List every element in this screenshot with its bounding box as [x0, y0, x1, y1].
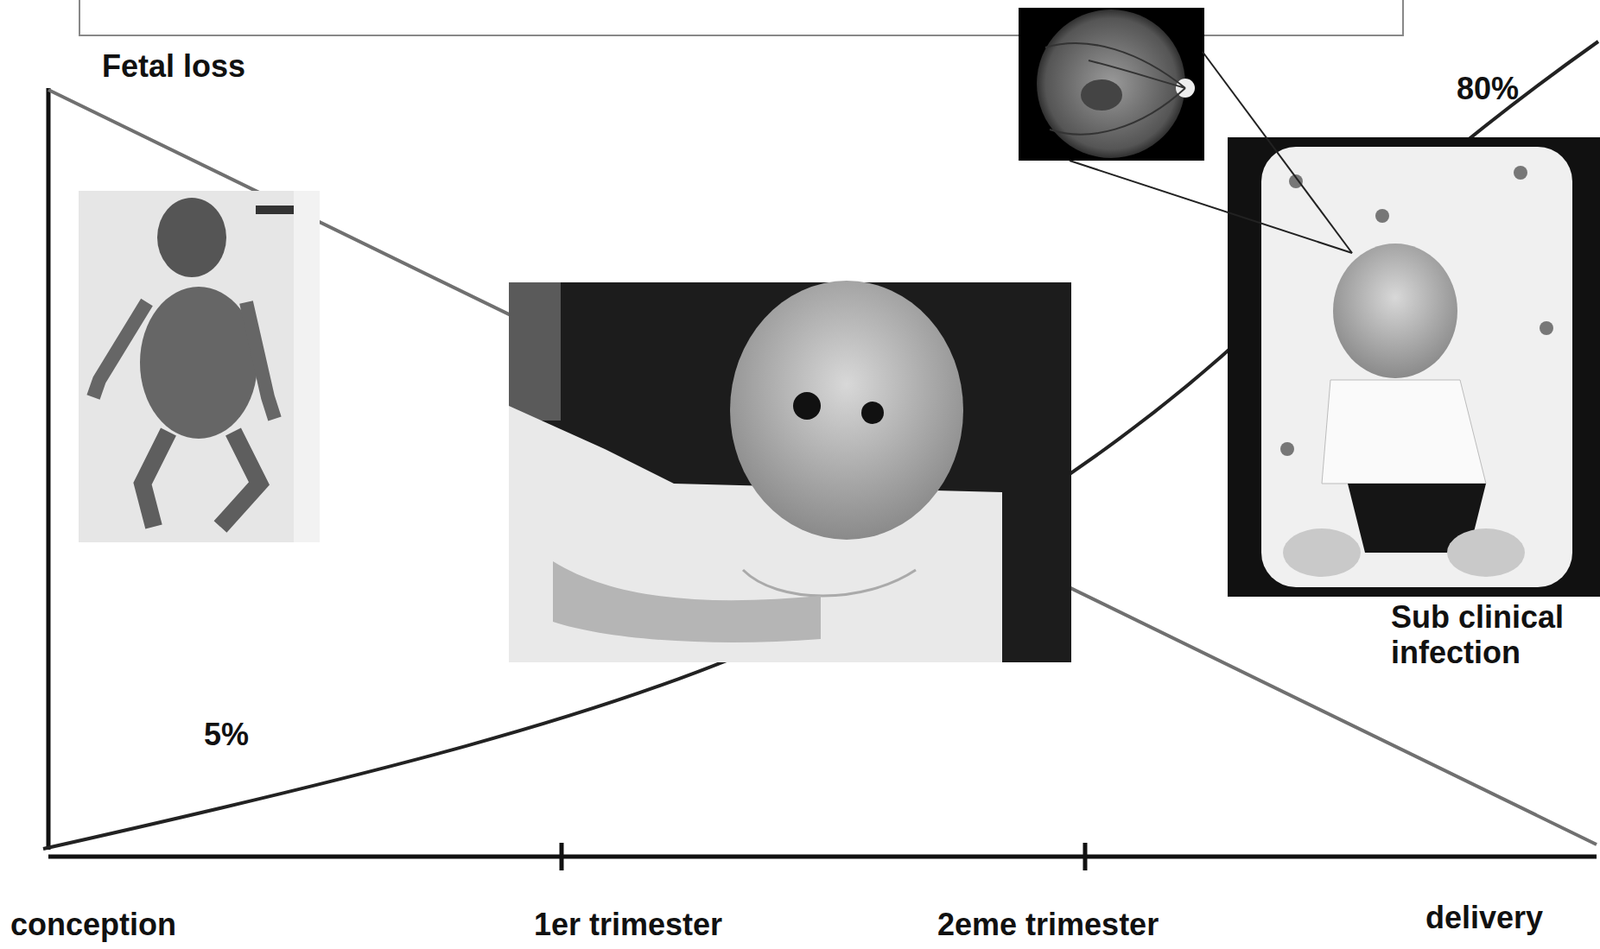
y-axis	[46, 88, 51, 851]
leader-line	[1202, 51, 1353, 254]
axis-tick	[1083, 843, 1088, 871]
percent-label: 80%	[1456, 70, 1519, 107]
infant-photo	[508, 280, 1072, 663]
annotation-label: Sub clinical infection	[1390, 599, 1595, 672]
axis-tick-label: delivery	[1425, 900, 1543, 936]
axis-tick-label: 2eme trimester	[937, 907, 1159, 943]
axis-tick-label: conception	[10, 907, 177, 943]
axis-tick	[559, 843, 565, 871]
top-frame	[79, 0, 1404, 36]
leader-line	[1069, 160, 1353, 254]
retina-photo	[1018, 7, 1205, 161]
axis-tick-label: 1er trimester	[533, 907, 723, 943]
x-axis	[48, 855, 1597, 860]
axis-label-fetal-loss: Fetal loss	[101, 48, 246, 84]
transmission-curve	[43, 41, 1599, 850]
fetal-loss-line	[48, 89, 1597, 845]
healthy-infant-photo	[1227, 137, 1600, 597]
percent-label: 5%	[203, 717, 249, 753]
fetus-photo	[78, 190, 320, 543]
